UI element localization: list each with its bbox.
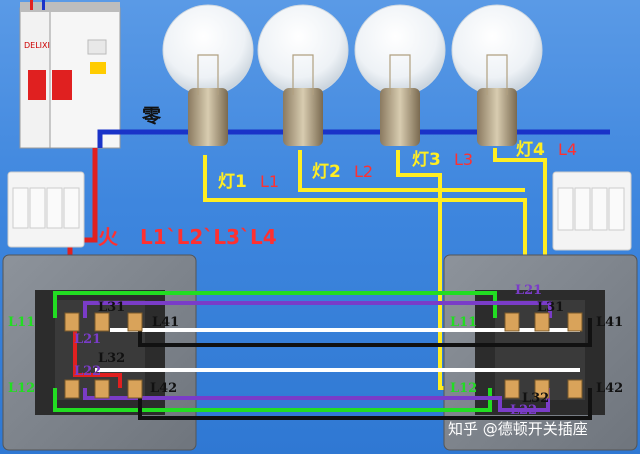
live-lines-label: L1`L2`L3`L4 [140, 225, 277, 249]
lamp-4-line: L4 [558, 140, 577, 159]
right-l42: L42 [596, 381, 623, 396]
left-l41: L41 [152, 315, 179, 330]
left-l11: L11 [8, 315, 35, 330]
right-l22: L22 [510, 403, 537, 418]
lamp-2-label: 灯2 [312, 162, 341, 182]
switch-icon-right [552, 171, 632, 251]
switch-icon-left [7, 171, 85, 248]
lamp-3-label: 灯3 [412, 150, 441, 170]
lamp-4-label: 灯4 [516, 140, 545, 160]
bulb-4 [451, 4, 543, 146]
traveler-wires [53, 291, 592, 420]
bulb-2 [257, 4, 349, 146]
lamp-3-line: L3 [454, 150, 473, 169]
breaker-brand: DELIXI [24, 41, 50, 50]
right-l41: L41 [596, 315, 623, 330]
left-l31: L31 [98, 300, 125, 315]
terminals-left [64, 312, 143, 399]
terminals-right [504, 312, 583, 399]
neutral-label: 零 [141, 105, 162, 127]
left-l12: L12 [8, 381, 35, 396]
live-label: 火 [98, 225, 119, 249]
bulb-1 [162, 4, 254, 146]
lamp-1-line: L1 [260, 172, 279, 191]
right-l21: L21 [515, 283, 542, 298]
right-l31: L31 [537, 300, 564, 315]
left-l32: L32 [98, 351, 125, 366]
left-l22: L22 [74, 364, 101, 379]
right-l32: L32 [522, 391, 549, 406]
bulb-3 [354, 4, 446, 146]
left-terminal-labels: L11 L21 L31 L41 L12 L22 L32 L42 [8, 300, 179, 396]
lamp-2-line: L2 [354, 162, 373, 181]
lamp-labels: 灯1 L1 灯2 L2 灯3 L3 灯4 L4 [218, 140, 577, 192]
left-l42: L42 [150, 381, 177, 396]
circuit-breaker: DELIXI [19, 0, 121, 149]
right-terminal-labels: L11 L21 L31 L41 L12 L22 L32 L42 [450, 283, 623, 418]
lamp-1-label: 灯1 [218, 172, 247, 192]
watermark: 知乎 @德顿开关插座 [448, 420, 588, 438]
right-l11: L11 [450, 315, 477, 330]
right-l12: L12 [450, 381, 477, 396]
left-l21: L21 [74, 332, 101, 347]
